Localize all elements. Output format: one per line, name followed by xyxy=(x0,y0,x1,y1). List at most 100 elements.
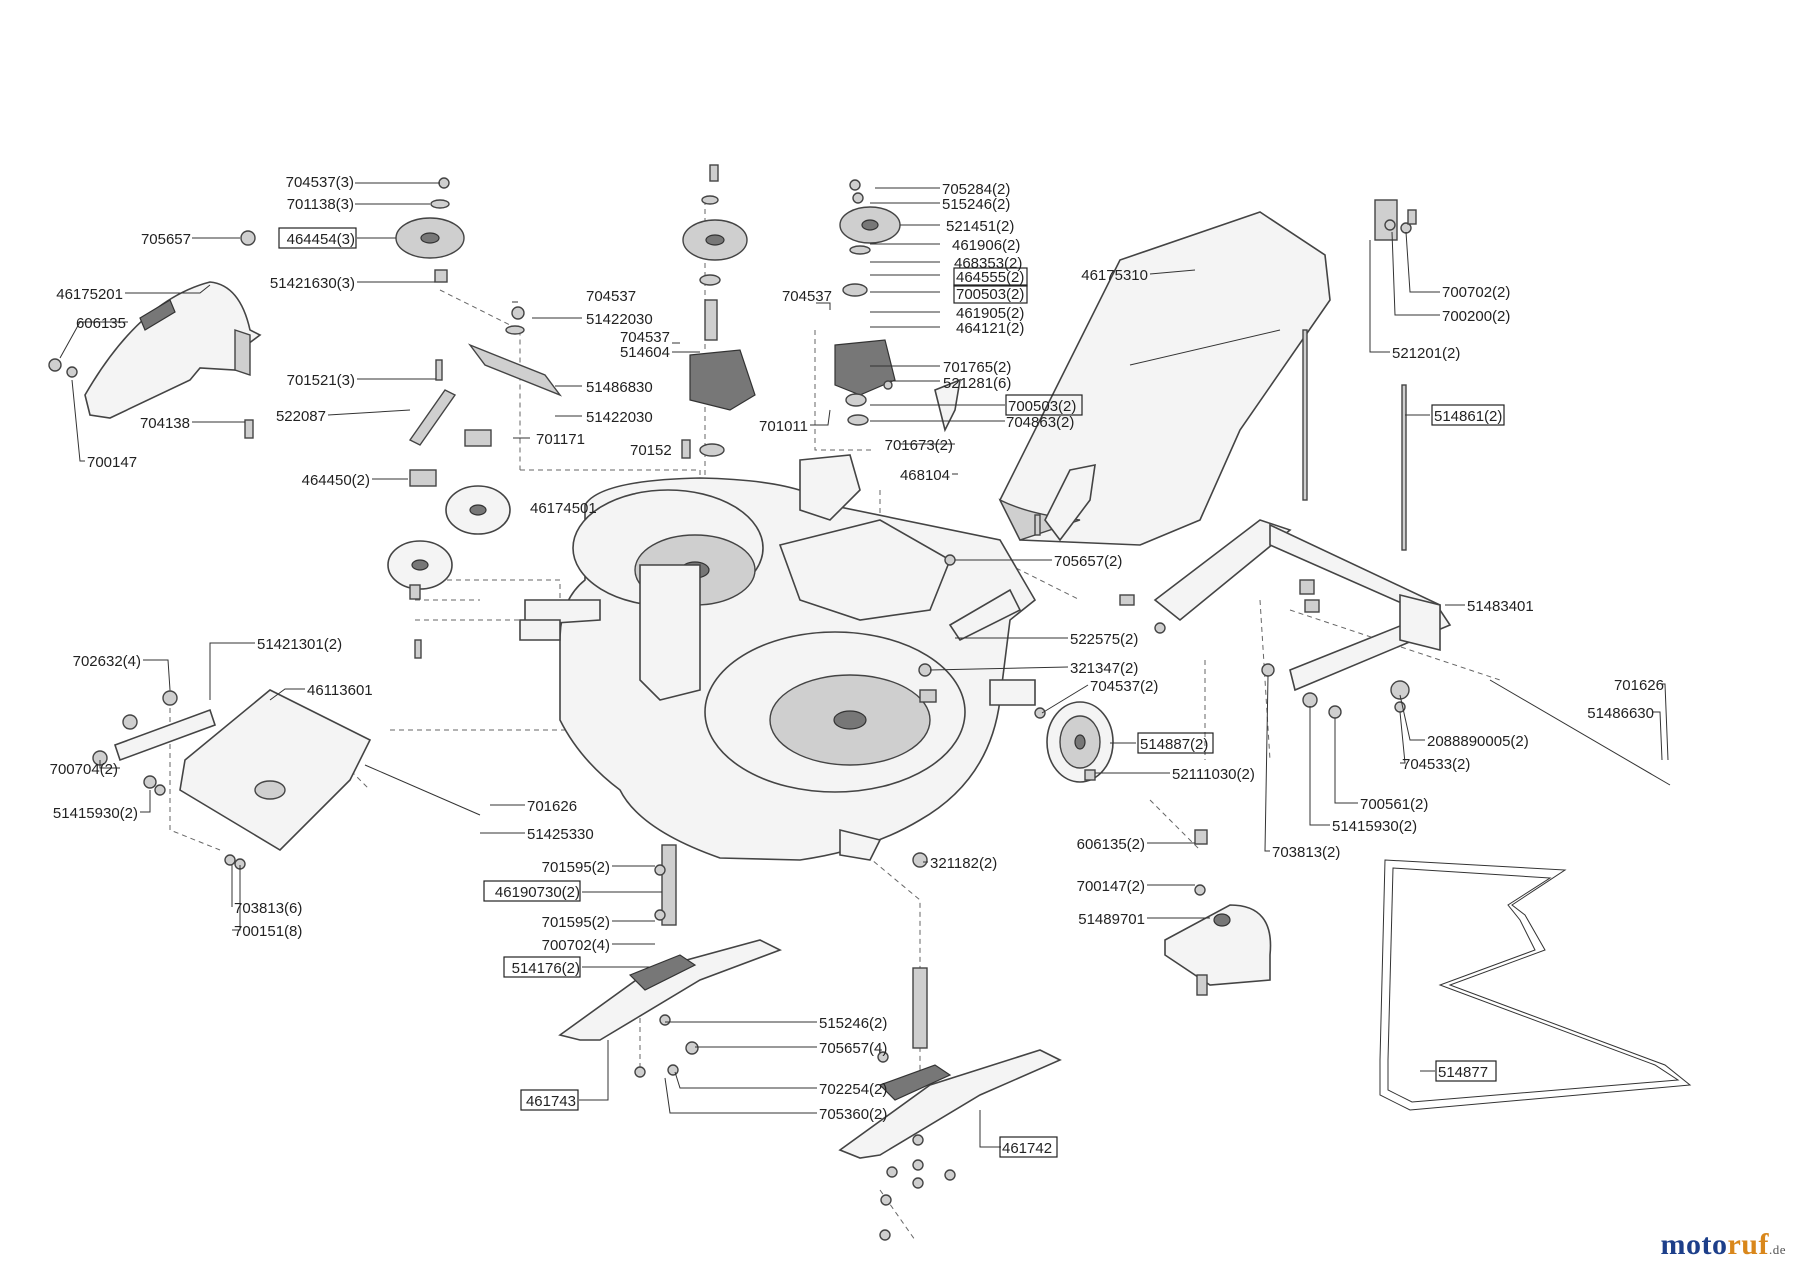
part-label: 514861(2) xyxy=(1434,408,1502,425)
part-label-box xyxy=(1435,1060,1497,1082)
part-label: 321182(2) xyxy=(930,855,997,872)
part-label: 701626 xyxy=(1614,677,1664,694)
part-label: 700702(4) xyxy=(542,937,610,954)
belt-cover-left xyxy=(84,281,262,419)
discharge-chute xyxy=(998,211,1331,546)
part-label: 514176(2) xyxy=(512,960,580,977)
brand-logo: motoruf.de xyxy=(1660,1228,1786,1262)
part-label: 704138 xyxy=(140,415,190,432)
part-label-box xyxy=(1431,404,1505,426)
part-label: 46190730(2) xyxy=(495,884,580,901)
part-label: 700200(2) xyxy=(1442,308,1510,325)
part-label: 701626 xyxy=(527,798,577,815)
part-label: 464555(2) xyxy=(956,269,1024,286)
part-label: 606135(2) xyxy=(1077,836,1145,853)
part-label: 51483401 xyxy=(1467,598,1534,615)
part-label: 461742 xyxy=(1002,1140,1052,1157)
part-label: 51421301(2) xyxy=(257,636,342,653)
part-label: 705284(2) xyxy=(942,181,1010,198)
part-label: 700151(8) xyxy=(234,923,302,940)
part-label: 700503(2) xyxy=(1008,398,1076,415)
part-label: 701521(3) xyxy=(287,372,355,389)
part-label-box xyxy=(953,267,1028,287)
part-label: 522087 xyxy=(276,408,326,425)
part-label: 46175310 xyxy=(1081,267,1148,284)
part-label-box xyxy=(1137,732,1214,754)
part-label: 705657(4) xyxy=(819,1040,887,1057)
support-frame xyxy=(1153,519,1452,692)
part-label: 51422030 xyxy=(586,409,653,426)
part-label: 701595(2) xyxy=(542,914,610,931)
part-label: 705360(2) xyxy=(819,1106,887,1123)
part-label: 51489701 xyxy=(1078,911,1145,928)
part-label-box xyxy=(278,227,357,249)
part-label-box xyxy=(503,956,581,978)
brand-name-part-2: ruf xyxy=(1727,1228,1769,1261)
part-label: 700561(2) xyxy=(1360,796,1428,813)
front-bracket-left xyxy=(113,679,1671,852)
part-label: 700702(2) xyxy=(1442,284,1510,301)
part-label: 701595(2) xyxy=(542,859,610,876)
part-label: 514887(2) xyxy=(1140,736,1208,753)
part-label: 700704(2) xyxy=(50,761,118,778)
part-label: 2088890005(2) xyxy=(1427,733,1529,750)
part-label-box xyxy=(999,1136,1058,1158)
part-label: 461905(2) xyxy=(956,305,1024,322)
part-label: 461906(2) xyxy=(952,237,1020,254)
part-label: 51486830 xyxy=(586,379,653,396)
part-label: 46113601 xyxy=(307,682,373,699)
part-label: 701011 xyxy=(759,418,808,435)
brand-tld: .de xyxy=(1768,1242,1786,1257)
part-label: 704537 xyxy=(586,288,636,305)
part-label: 468104 xyxy=(900,467,950,484)
part-label: 703813(2) xyxy=(1272,844,1340,861)
part-label: 704863(2) xyxy=(1006,414,1074,431)
part-label: 464454(3) xyxy=(287,231,355,248)
part-label: 464450(2) xyxy=(302,472,370,489)
part-label: 700503(2) xyxy=(956,286,1024,303)
mower-deck xyxy=(519,454,1037,861)
brand-name-part-1: moto xyxy=(1660,1228,1728,1261)
part-label: 704533(2) xyxy=(1402,756,1470,773)
part-label: 461743 xyxy=(526,1093,576,1110)
part-label: 701765(2) xyxy=(943,359,1011,376)
part-label: 704537(2) xyxy=(1090,678,1158,695)
cutting-blades xyxy=(558,844,1062,1159)
part-label: 705657(2) xyxy=(1054,553,1122,570)
part-label: 52111030(2) xyxy=(1172,766,1255,783)
part-label: 514877 xyxy=(1438,1064,1488,1081)
part-label: 703813(6) xyxy=(234,900,302,917)
part-label: 51425330 xyxy=(527,826,594,843)
part-label: 321347(2) xyxy=(1070,660,1138,677)
part-label-box xyxy=(520,1089,579,1111)
wheel-and-guard xyxy=(1046,701,1272,996)
part-label: 700147 xyxy=(87,454,137,471)
part-label: 521451(2) xyxy=(946,218,1014,235)
part-label: 701138(3) xyxy=(287,196,354,213)
part-label: 70152 xyxy=(630,442,672,459)
part-label: 464121(2) xyxy=(956,320,1024,337)
part-label: 51415930(2) xyxy=(1332,818,1417,835)
part-label: 701171 xyxy=(536,431,585,448)
part-label-box xyxy=(953,284,1028,304)
part-label: 522575(2) xyxy=(1070,631,1138,648)
part-label: 51486630 xyxy=(1587,705,1654,722)
part-label: 700147(2) xyxy=(1077,878,1145,895)
hardware xyxy=(48,164,1417,1241)
part-label: 46175201 xyxy=(56,286,123,303)
part-label: 515246(2) xyxy=(819,1015,887,1032)
pulleys xyxy=(387,206,1096,590)
part-labels: 704537(3) 701138(3) 705657 464454(3) 514… xyxy=(50,174,1664,1158)
part-label-box xyxy=(483,880,581,902)
part-label: 704537 xyxy=(620,329,670,346)
part-label: 515246(2) xyxy=(942,196,1010,213)
part-label: 521201(2) xyxy=(1392,345,1460,362)
leader-lines xyxy=(59,182,1669,1148)
part-label: 51422030 xyxy=(586,311,653,328)
part-label: 702632(4) xyxy=(73,653,141,670)
part-label: 606135 xyxy=(76,315,126,332)
part-label: 514604 xyxy=(620,344,670,361)
part-label: 702254(2) xyxy=(819,1081,887,1098)
part-label: 46174501 xyxy=(530,500,597,517)
